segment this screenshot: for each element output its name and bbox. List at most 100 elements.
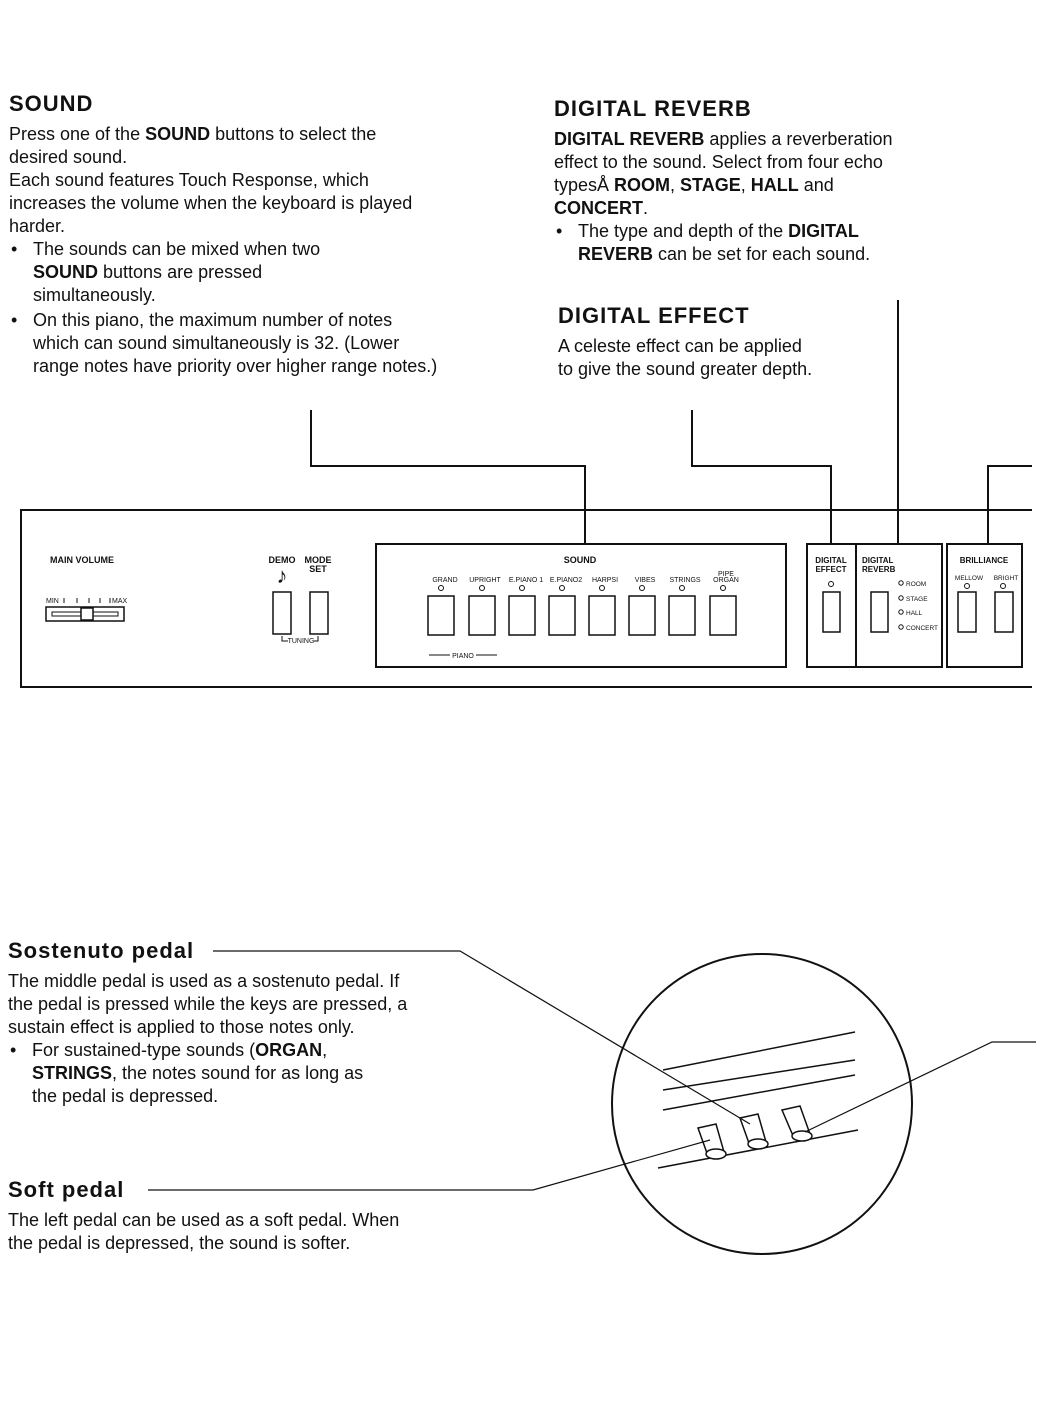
text: , bbox=[670, 175, 681, 195]
effect-panel-label-2: EFFECT bbox=[815, 565, 846, 574]
indicator-led bbox=[479, 585, 485, 591]
damper-pedal[interactable] bbox=[780, 1105, 813, 1142]
indicator-led bbox=[679, 585, 685, 591]
text: , bbox=[740, 175, 751, 195]
indicator-led bbox=[720, 585, 726, 591]
sound-label-upright: UPRIGHT bbox=[469, 577, 501, 584]
bright-label: BRIGHT bbox=[994, 575, 1019, 582]
text-bold: STRINGS bbox=[32, 1063, 113, 1083]
sound-button-organ[interactable]: ORGAN bbox=[709, 577, 739, 636]
reverb-type-concert: CONCERT bbox=[906, 625, 938, 632]
text: The sounds can be mixed when two bbox=[33, 239, 321, 259]
reverb-bullet: The type and depth of the DIGITAL REVERB… bbox=[556, 220, 924, 266]
sostenuto-callout-line bbox=[213, 950, 751, 1125]
sound-button-grand[interactable]: GRAND bbox=[427, 577, 458, 636]
effect-led bbox=[828, 581, 834, 587]
pipe-label: PIPE bbox=[718, 571, 734, 578]
sound-button-epiano2[interactable]: E.PIANO2 bbox=[548, 577, 582, 636]
soft-heading: Soft pedal bbox=[8, 1177, 131, 1203]
bright-led bbox=[1000, 583, 1006, 589]
indicator-led bbox=[639, 585, 645, 591]
pedals bbox=[697, 1105, 813, 1160]
effect-section: DIGITAL EFFECT A celeste effect can be a… bbox=[558, 303, 818, 381]
text: buttons to select the desired sound. bbox=[9, 124, 377, 167]
tuning-bracket-left bbox=[281, 636, 288, 642]
callout-lines bbox=[310, 300, 1032, 545]
sound-heading: SOUND bbox=[9, 91, 94, 116]
text-bold: HALL bbox=[750, 175, 799, 195]
text-bold: DIGITAL REVERB bbox=[554, 129, 705, 149]
text-bold: CONCERT bbox=[554, 198, 643, 218]
sound-key-epiano1[interactable] bbox=[508, 595, 536, 636]
sound-paragraph-1: Press one of the SOUND buttons to select… bbox=[9, 123, 439, 169]
sound-section: SOUND Press one of the SOUND buttons to … bbox=[9, 91, 439, 378]
sostenuto-pedal[interactable] bbox=[739, 1113, 769, 1150]
text: can be set for each sound. bbox=[653, 244, 871, 264]
text-bold: ORGAN bbox=[255, 1040, 323, 1060]
sostenuto-paragraph: The middle pedal is used as a sostenuto … bbox=[8, 971, 408, 1037]
callout-line-effect bbox=[691, 410, 832, 545]
sound-button-epiano1[interactable]: E.PIANO 1 bbox=[508, 577, 543, 636]
sound-button-upright[interactable]: UPRIGHT bbox=[468, 577, 501, 636]
sound-key-vibes[interactable] bbox=[628, 595, 656, 636]
volume-slider-knob[interactable] bbox=[80, 607, 94, 621]
soft-callout-line bbox=[148, 1139, 711, 1191]
reverb-paragraph: DIGITAL REVERB applies a reverberation e… bbox=[554, 128, 924, 220]
reverb-bullets: The type and depth of the DIGITAL REVERB… bbox=[554, 220, 924, 266]
sound-label-organ: ORGAN bbox=[713, 577, 739, 584]
sound-key-strings[interactable] bbox=[668, 595, 696, 636]
text: For sustained-type sounds ( bbox=[32, 1040, 256, 1060]
indicator-led bbox=[438, 585, 444, 591]
soft-pedal[interactable] bbox=[697, 1123, 727, 1160]
reverb-section: DIGITAL REVERB DIGITAL REVERB applies a … bbox=[554, 96, 924, 266]
demo-button[interactable] bbox=[272, 591, 292, 635]
sostenuto-bullets: For sustained-type sounds (ORGAN, STRING… bbox=[8, 1039, 418, 1108]
sound-label-harpsi: HARPSI bbox=[592, 577, 618, 584]
text: The type and depth of the bbox=[578, 221, 789, 241]
sostenuto-bullet: For sustained-type sounds (ORGAN, STRING… bbox=[10, 1039, 382, 1108]
indicator-led bbox=[599, 585, 605, 591]
soft-paragraph: The left pedal can be used as a soft ped… bbox=[8, 1210, 400, 1253]
control-panel-diagram: MAIN VOLUME MIN MAX DEMO ♪ MODE SET TUNI… bbox=[20, 300, 1032, 688]
text: . bbox=[643, 198, 649, 218]
sound-key-organ[interactable] bbox=[709, 595, 737, 636]
indicator-led bbox=[559, 585, 565, 591]
sound-group-title: SOUND bbox=[564, 555, 597, 565]
sound-key-grand[interactable] bbox=[427, 595, 455, 636]
sound-label-epiano2: E.PIANO2 bbox=[550, 577, 582, 584]
sound-bullets: The sounds can be mixed when two SOUND b… bbox=[9, 238, 439, 378]
brilliance-bright-button[interactable] bbox=[994, 591, 1014, 633]
digital-effect-button[interactable] bbox=[822, 591, 841, 633]
tuning-label: TUNING bbox=[288, 638, 315, 645]
sound-button-strings[interactable]: STRINGS bbox=[668, 577, 701, 636]
main-volume-label: MAIN VOLUME bbox=[50, 555, 114, 565]
demo-label: DEMO bbox=[269, 555, 296, 565]
pedal-callout-lines bbox=[148, 950, 1036, 1191]
mellow-label: MELLOW bbox=[955, 575, 984, 582]
piano-group-label: PIANO bbox=[452, 653, 474, 660]
sound-button-harpsi[interactable]: HARPSI bbox=[588, 577, 618, 636]
pedal-magnifier-circle bbox=[611, 953, 913, 1255]
reverb-panel-label-1: DIGITAL bbox=[862, 556, 894, 565]
sound-key-upright[interactable] bbox=[468, 595, 496, 636]
text-bold: DIGITAL REVERB bbox=[578, 221, 859, 264]
brilliance-mellow-button[interactable] bbox=[957, 591, 977, 633]
reverb-heading: DIGITAL REVERB bbox=[554, 96, 752, 121]
main-volume-slider[interactable] bbox=[45, 606, 125, 622]
mode-set-button[interactable] bbox=[309, 591, 329, 635]
callout-line-sound bbox=[310, 410, 586, 545]
set-label: SET bbox=[309, 564, 327, 574]
sound-bullet-2: On this piano, the maximum number of not… bbox=[11, 309, 439, 378]
effect-paragraph: A celeste effect can be applied to give … bbox=[558, 336, 813, 379]
text: and bbox=[798, 175, 834, 195]
callout-line-brilliance bbox=[987, 465, 1032, 545]
sound-key-epiano2[interactable] bbox=[548, 595, 576, 636]
digital-reverb-button[interactable] bbox=[870, 591, 889, 633]
sound-bullet-1: The sounds can be mixed when two SOUND b… bbox=[11, 238, 368, 307]
sound-button-vibes[interactable]: VIBES bbox=[628, 577, 656, 636]
reverb-panel-label-2: REVERB bbox=[862, 565, 896, 574]
sound-key-harpsi[interactable] bbox=[588, 595, 616, 636]
panel-outline bbox=[20, 509, 1032, 688]
reverb-hall-led bbox=[898, 609, 904, 615]
reverb-stage-led bbox=[898, 595, 904, 601]
